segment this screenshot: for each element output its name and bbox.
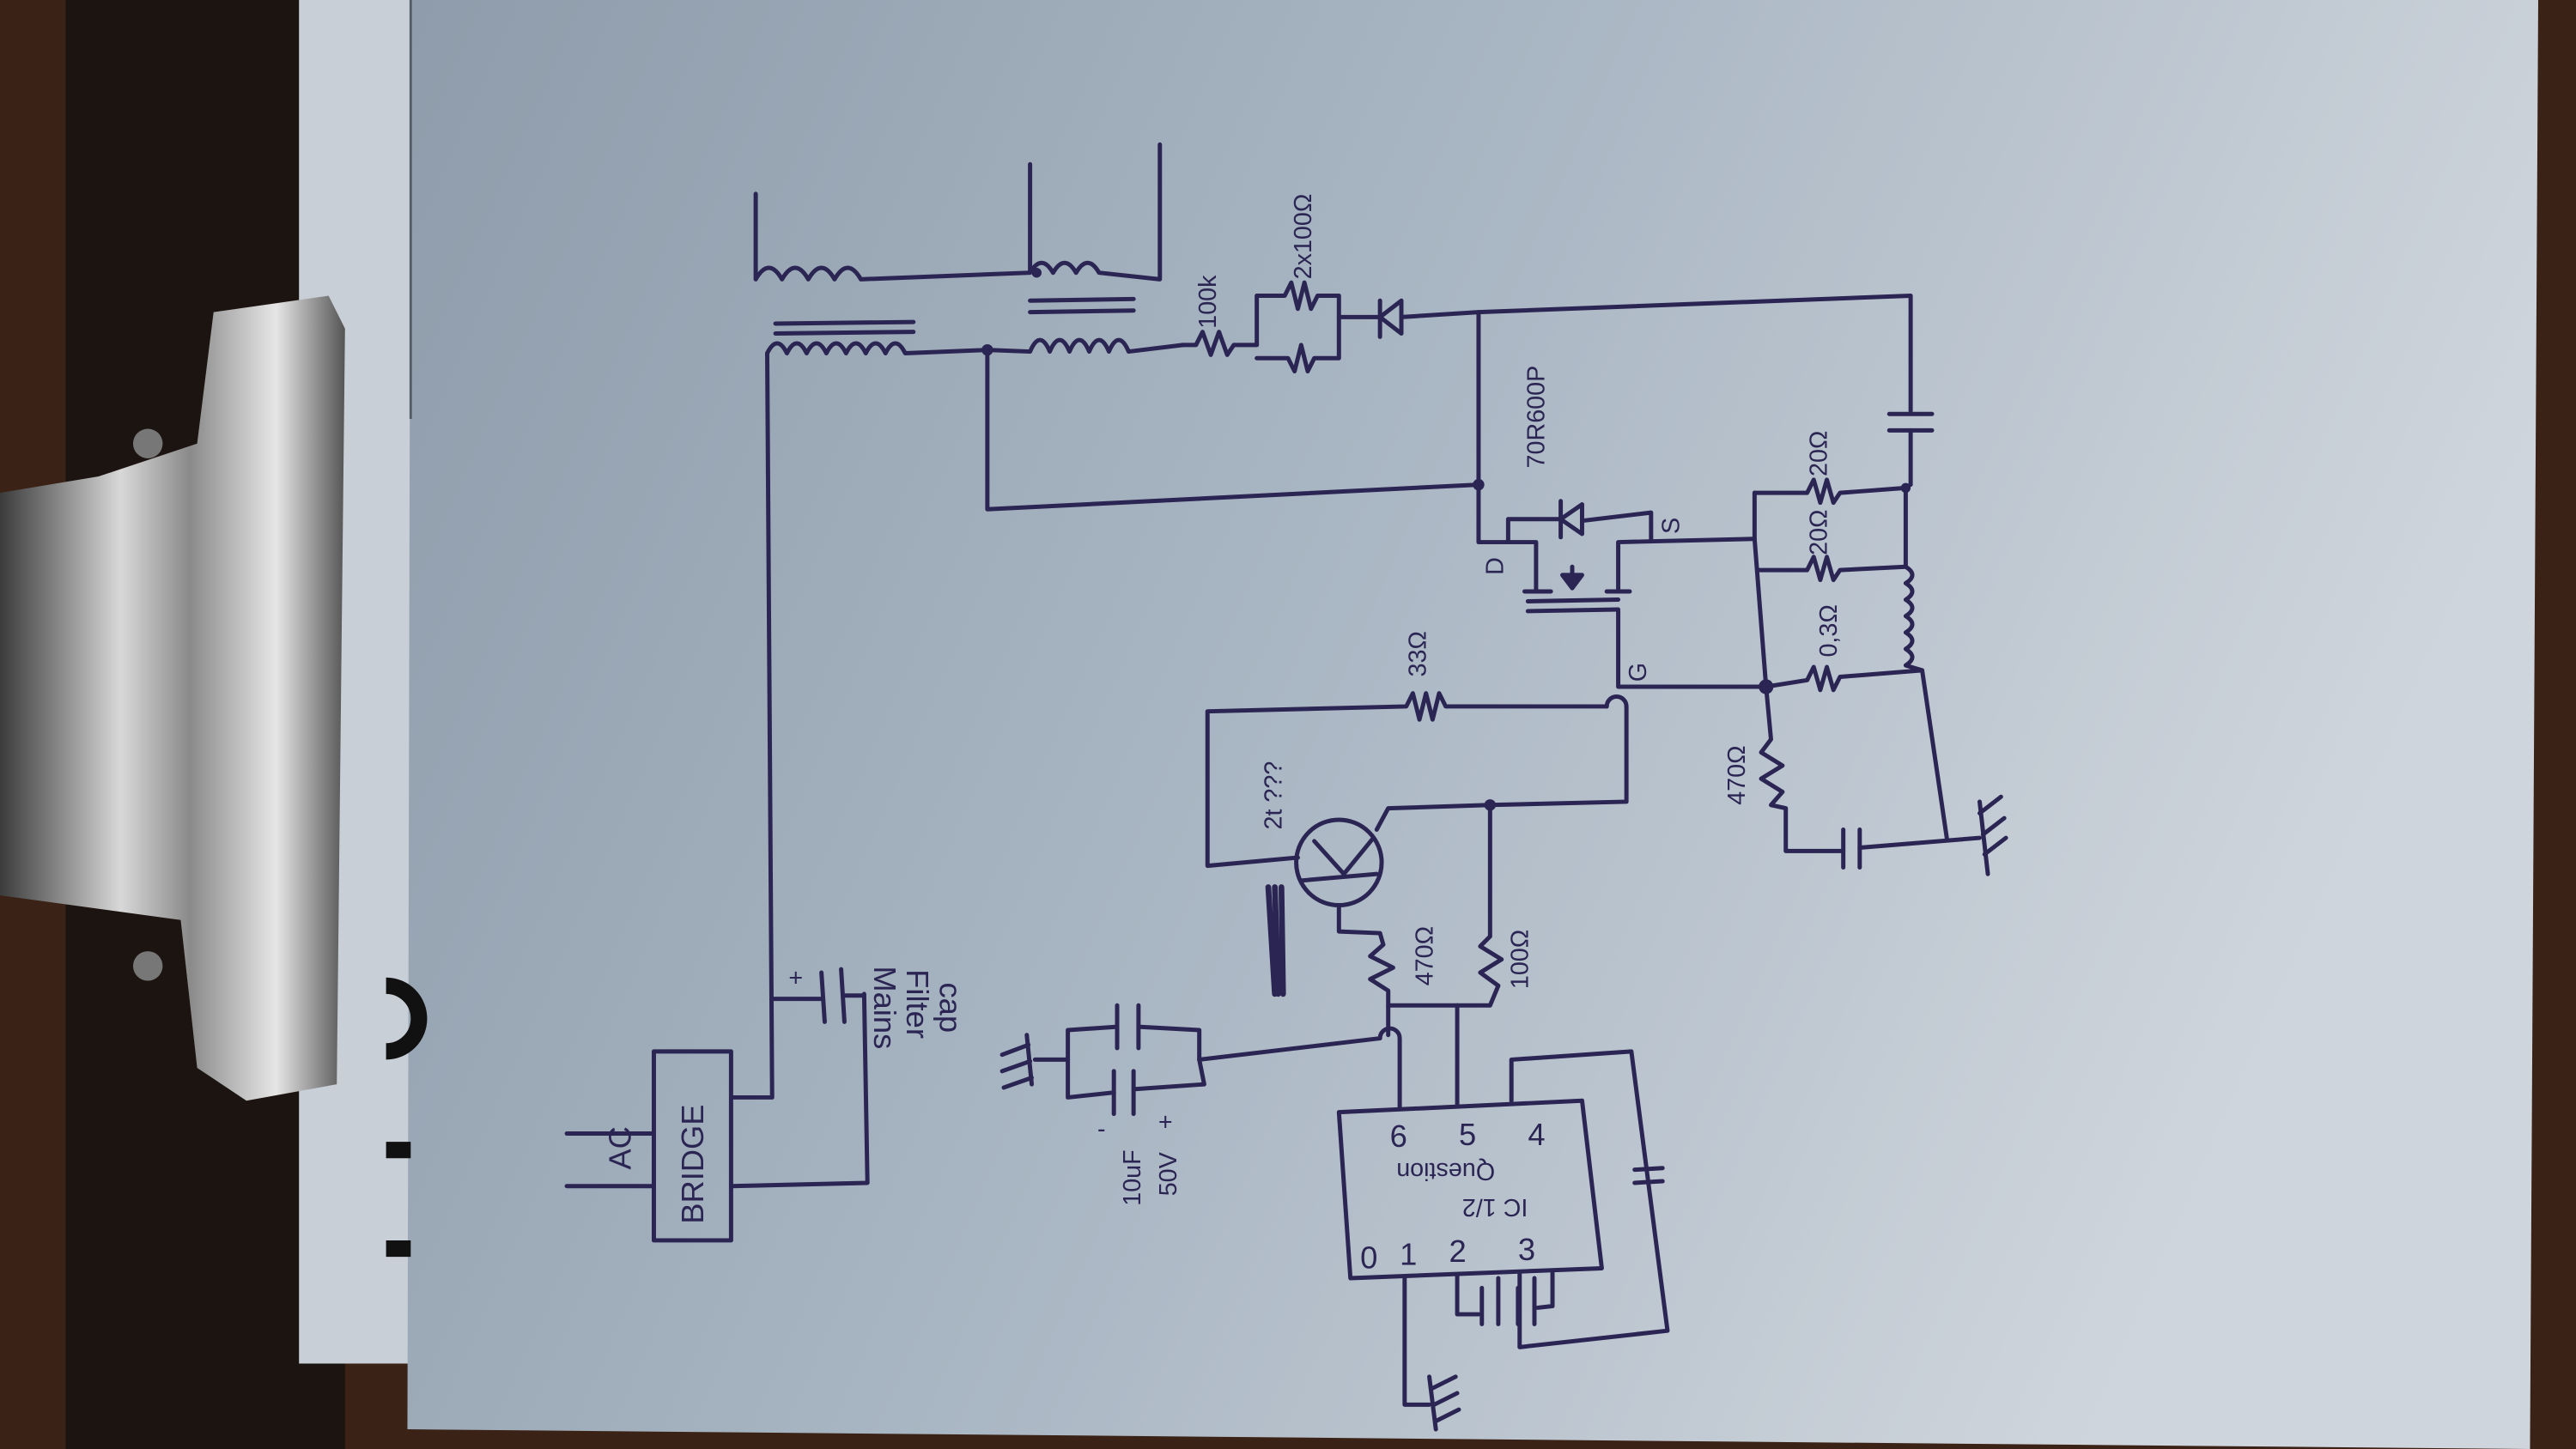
label-33: 33Ω: [1405, 631, 1432, 676]
clip-rivet: [132, 951, 163, 981]
label-03: 0,3Ω: [1815, 604, 1843, 657]
label-minus: -: [1097, 1115, 1106, 1143]
ic-pins: 0 1 2 3 4 5 6: [1360, 1117, 1545, 1276]
pin-4: 4: [1528, 1117, 1545, 1152]
label-20a: 20Ω: [1806, 431, 1833, 476]
label-ac: AC: [603, 1126, 638, 1170]
pin-3: 3: [1518, 1232, 1535, 1267]
label-mains-2: Filter: [900, 969, 935, 1039]
label-plus-cap: +: [1158, 1109, 1173, 1137]
pin-1: 1: [1400, 1237, 1417, 1272]
label-100k: 100k: [1194, 275, 1222, 329]
board-logo: [386, 977, 428, 1258]
label-mosfet: 70R600P: [1522, 366, 1550, 469]
wires: [564, 142, 2008, 1432]
pin-2: 2: [1449, 1234, 1467, 1269]
junction-dots: [981, 267, 1911, 811]
label-20b: 20Ω: [1806, 510, 1833, 555]
clipboard-clip: [0, 295, 345, 1101]
label-cap-voltage: 50V: [1155, 1151, 1182, 1196]
label-gate: G: [1625, 663, 1652, 682]
pin-6: 6: [1390, 1119, 1407, 1154]
ic-name: Question: [1396, 1157, 1495, 1185]
label-470-gate: 470Ω: [1723, 745, 1751, 804]
paper-sheet: [407, 0, 2538, 1449]
ic-sub: IC 1/2: [1462, 1193, 1528, 1221]
label-100: 100Ω: [1506, 930, 1534, 989]
clip-rivet: [132, 428, 163, 458]
label-cap-value: 10uF: [1119, 1149, 1146, 1205]
label-transistor: 2t ???: [1260, 761, 1287, 830]
label-mains-3: cap: [933, 982, 968, 1033]
label-bridge: BRIDGE: [675, 1104, 710, 1223]
pin-5: 5: [1459, 1117, 1476, 1152]
label-2x100: 2x100Ω: [1290, 194, 1317, 280]
label-mains-1: Mains: [867, 966, 902, 1049]
label-source: S: [1657, 518, 1685, 534]
label-drain: D: [1482, 557, 1510, 575]
label-470-base: 470Ω: [1411, 926, 1438, 985]
label-plus: +: [788, 964, 803, 991]
pin-0: 0: [1360, 1240, 1377, 1275]
